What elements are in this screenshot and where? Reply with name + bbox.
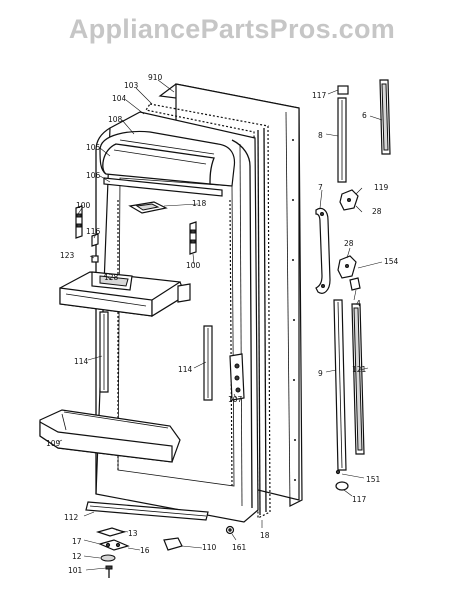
small-fitting [91,255,99,263]
cam-assembly [229,353,245,401]
callout-114-center: 114 [178,365,193,374]
hinge-washer [100,554,116,562]
handle-trim-lower [333,299,347,471]
callout-112: 112 [64,513,79,522]
callout-8: 8 [318,131,323,140]
callout-28-lower: 28 [344,239,354,248]
callout-labels: 910 103 104 108 105 106 100 116 123 128 … [46,73,399,575]
callout-9: 9 [318,369,323,378]
rail-left [99,311,109,393]
hinge-plate [95,527,127,537]
callout-119: 119 [374,183,389,192]
callout-16: 16 [140,546,150,555]
callout-7: 7 [318,183,323,192]
callout-100-right: 100 [186,261,201,270]
small-screw-151 [335,469,341,475]
handle-bottom-cap [335,481,349,491]
watermark: AppliancePartsPros.com [68,14,396,44]
panel-edge-rivets [292,139,296,481]
callout-101: 101 [68,566,83,575]
upper-door-bin [59,271,191,318]
handle-trim-strip [379,79,391,155]
handle-trim-upper [337,97,347,183]
callout-123: 123 [60,251,75,260]
callout-121: 121 [352,365,367,374]
callout-13: 13 [128,529,138,538]
callout-4: 4 [356,299,361,308]
callout-12: 12 [72,552,82,561]
leader-lines [57,79,383,571]
callout-154: 154 [384,257,399,266]
handle-insert [349,277,361,291]
handle-strip-lower [351,303,365,455]
switch-plate [128,201,168,214]
callout-128: 128 [104,273,119,282]
lower-door-bin [39,409,181,463]
dairy-compartment-door [99,130,236,187]
callout-118: 118 [192,199,207,208]
door-inner-liner [95,111,259,523]
callout-104: 104 [112,94,127,103]
door-gasket [145,103,271,519]
callout-117-bottom: 117 [352,495,367,504]
callout-28-upper: 28 [372,207,382,216]
callout-114-left: 114 [74,357,89,366]
callout-117-top: 117 [312,91,327,100]
handle-top-cap [337,85,349,95]
rail-center [203,325,213,401]
callout-17: 17 [72,537,82,546]
hinge-bracket [98,539,130,551]
handle-grip [315,207,331,294]
callout-105: 105 [86,143,101,152]
door-stop [163,537,183,551]
bracket-right [189,221,197,255]
callout-6: 6 [362,111,367,120]
trim-strip [103,177,223,197]
callout-910: 910 [148,73,163,82]
callout-107: 107 [228,395,243,404]
bracket-left [75,205,83,239]
callout-100-left: 100 [76,201,91,210]
callout-161: 161 [232,543,247,552]
hinge-screw [105,565,113,578]
callout-103: 103 [124,81,139,90]
handle-mount-lower [337,255,357,279]
handle-mount-upper [339,189,359,211]
callout-106: 106 [86,171,101,180]
callout-151: 151 [366,475,381,484]
callout-116: 116 [86,227,101,236]
bottom-trim [85,501,209,521]
callout-110: 110 [202,543,217,552]
callout-18: 18 [260,531,270,540]
callout-108: 108 [108,115,123,124]
screw-bottom [225,525,235,535]
callout-109: 109 [46,439,61,448]
